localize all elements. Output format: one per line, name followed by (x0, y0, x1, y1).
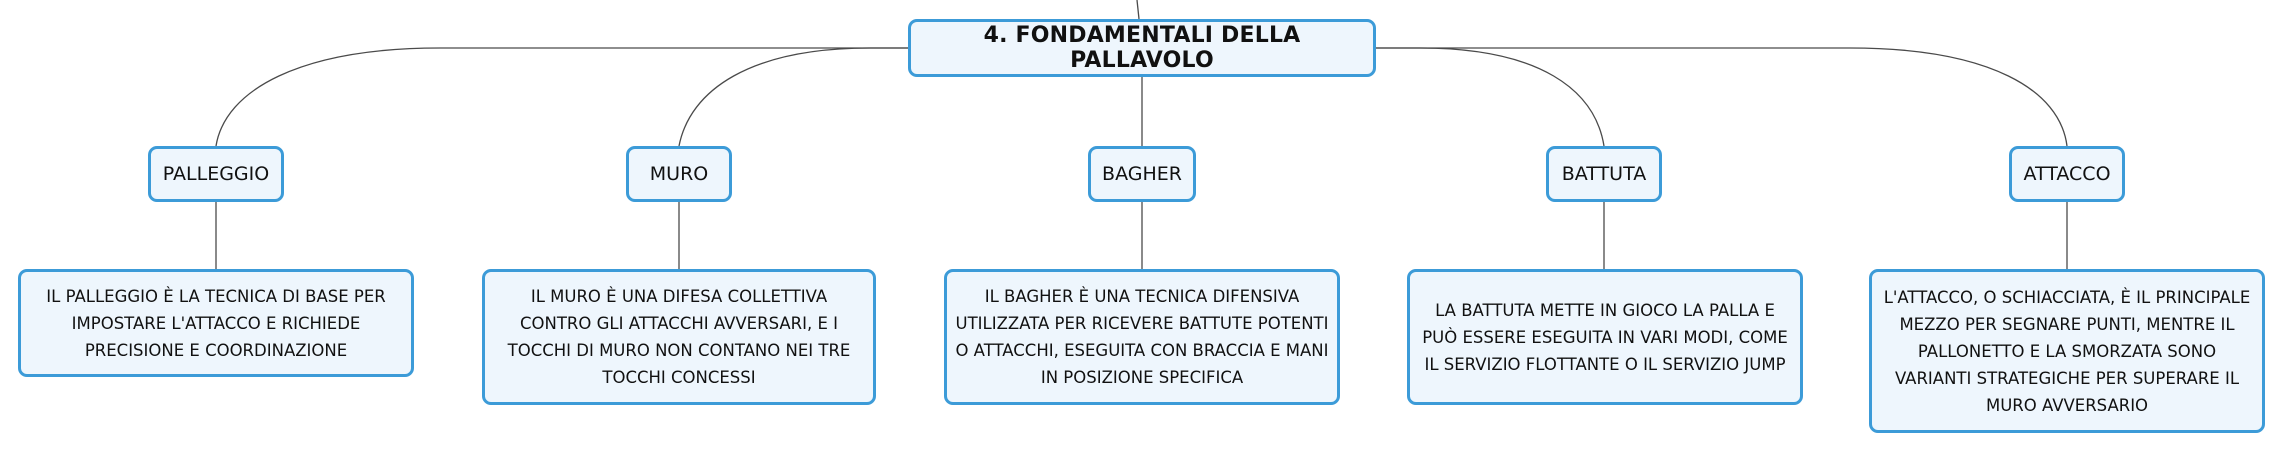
topic-muro[interactable]: MURO (626, 146, 732, 202)
topic-palleggio[interactable]: PALLEGGIO (148, 146, 284, 202)
topic-label: BAGHER (1102, 163, 1182, 185)
description-text: IL MURO È UNA DIFESA COLLETTIVA CONTRO G… (507, 287, 851, 387)
root-label: 4. FONDAMENTALI DELLA PALLAVOLO (983, 23, 1301, 73)
topic-label: PALLEGGIO (162, 163, 270, 185)
connector-root-battuta (1376, 47, 1605, 147)
description-palleggio[interactable]: IL PALLEGGIO È LA TECNICA DI BASE PER IM… (18, 269, 414, 377)
connector-root-palleggio (215, 47, 908, 147)
description-attacco[interactable]: L'ATTACCO, O SCHIACCIATA, È IL PRINCIPAL… (1869, 269, 2265, 433)
description-muro[interactable]: IL MURO È UNA DIFESA COLLETTIVA CONTRO G… (482, 269, 876, 405)
description-bagher[interactable]: IL BAGHER È UNA TECNICA DIFENSIVA UTILIZ… (944, 269, 1340, 405)
topic-bagher[interactable]: BAGHER (1088, 146, 1196, 202)
description-text: IL PALLEGGIO È LA TECNICA DI BASE PER IM… (46, 286, 386, 360)
connector-root-attacco (1376, 47, 2068, 147)
topic-label: MURO (649, 163, 709, 185)
topic-label: BATTUTA (1561, 163, 1647, 185)
topic-battuta[interactable]: BATTUTA (1546, 146, 1662, 202)
description-text: L'ATTACCO, O SCHIACCIATA, È IL PRINCIPAL… (1883, 287, 2251, 415)
description-text: IL BAGHER È UNA TECNICA DIFENSIVA UTILIZ… (955, 287, 1329, 387)
topic-attacco[interactable]: ATTACCO (2009, 146, 2125, 202)
description-text: LA BATTUTA METTE IN GIOCO LA PALLA E PUÒ… (1422, 300, 1788, 374)
connector-parent (1136, 0, 1140, 20)
root-node[interactable]: 4. FONDAMENTALI DELLA PALLAVOLO (908, 19, 1376, 77)
connector-root-muro (678, 47, 908, 147)
description-battuta[interactable]: LA BATTUTA METTE IN GIOCO LA PALLA E PUÒ… (1407, 269, 1803, 405)
topic-label: ATTACCO (2023, 163, 2111, 185)
